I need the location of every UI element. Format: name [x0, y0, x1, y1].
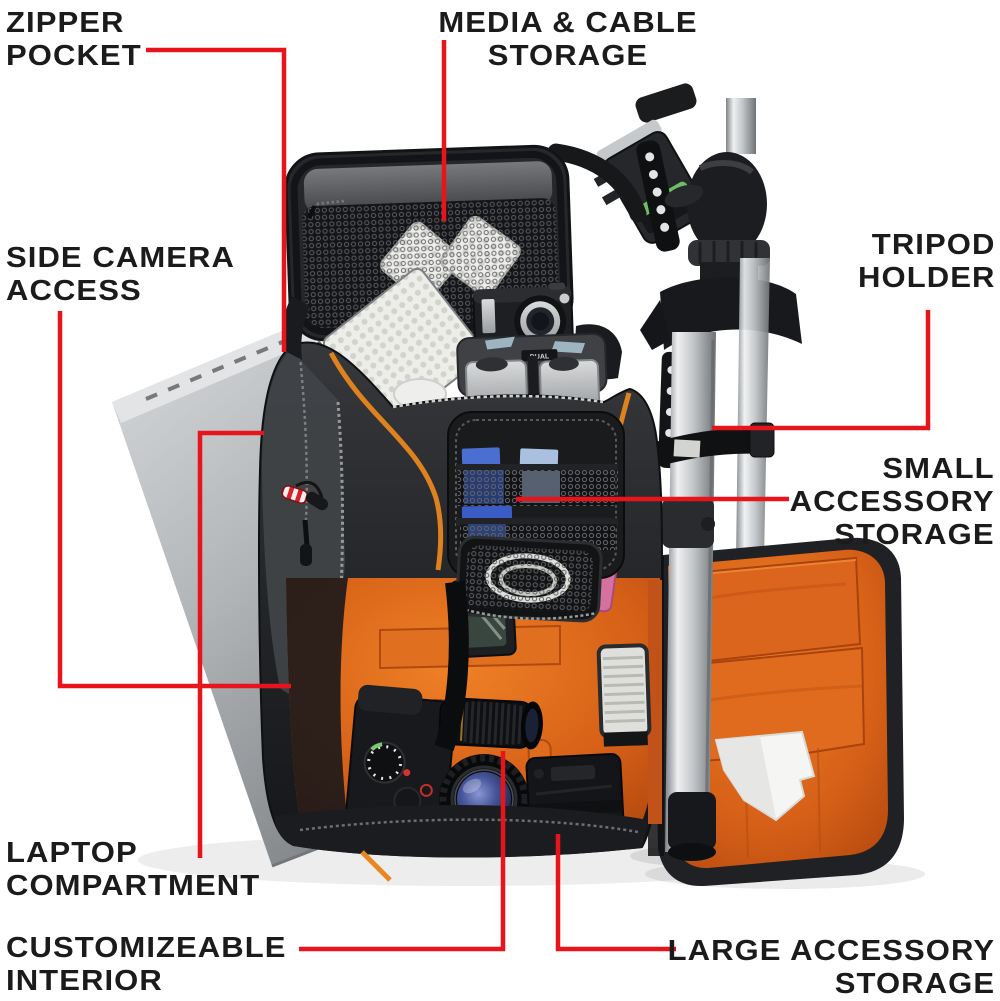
mode-dial: [363, 741, 406, 784]
callout-large-accessory-storage: LARGE ACCESSORY STORAGE: [667, 935, 995, 1000]
compartment-lip: [274, 804, 648, 882]
memory-card: [519, 448, 559, 469]
memory-card: [461, 447, 501, 469]
mesh-zipper-pull: [307, 205, 317, 220]
cable-pouch: [455, 535, 603, 623]
leader-side-camera: [57, 311, 291, 689]
front-strap: [434, 580, 469, 752]
tripod-front-leg: [662, 332, 716, 861]
leader-large-accessory: [555, 834, 676, 952]
main-zipper-teeth: [392, 394, 604, 409]
compact-camera: [472, 282, 574, 351]
orange-piping-corner: [360, 850, 392, 882]
leader-lines: [57, 40, 931, 952]
callout-side-camera-access: SIDE CAMERA ACCESS: [6, 242, 235, 307]
leg-lock-collar: [662, 498, 714, 548]
callout-small-accessory-storage: SMALL ACCESSORY STORAGE: [789, 453, 995, 551]
orange-piping-left: [328, 351, 444, 571]
tripod-strap: [648, 422, 775, 468]
tripod-rear-leg: [736, 258, 770, 560]
side-zipper: [298, 355, 308, 521]
callout-zipper-pocket: ZIPPER POCKET: [6, 7, 142, 72]
leader-tripod-holder: [712, 310, 931, 431]
callout-media-cable-storage: MEDIA & CABLE STORAGE: [438, 7, 698, 72]
tripod: [593, 83, 802, 560]
callout-laptop-compartment: LAPTOP COMPARTMENT: [6, 837, 261, 902]
callout-customizeable-interior: CUSTOMIZEABLE INTERIOR: [6, 932, 287, 997]
leader-laptop-compartment: [197, 430, 264, 858]
charger-label: DUAL: [530, 353, 550, 361]
flash-unit: [596, 643, 652, 747]
carry-handle: [547, 143, 647, 223]
strap-tag: [673, 439, 701, 458]
shoulder-strap-anchor: [282, 296, 310, 360]
tripod-column: [726, 98, 756, 154]
tripod-foot: [668, 792, 716, 850]
callout-tripod-holder: TRIPOD HOLDER: [857, 229, 995, 294]
striped-zipper-pull: [281, 481, 329, 511]
leader-zipper-pocket: [146, 47, 287, 352]
leader-customizeable-interior: [299, 751, 506, 952]
strap-buckle: [749, 422, 775, 458]
